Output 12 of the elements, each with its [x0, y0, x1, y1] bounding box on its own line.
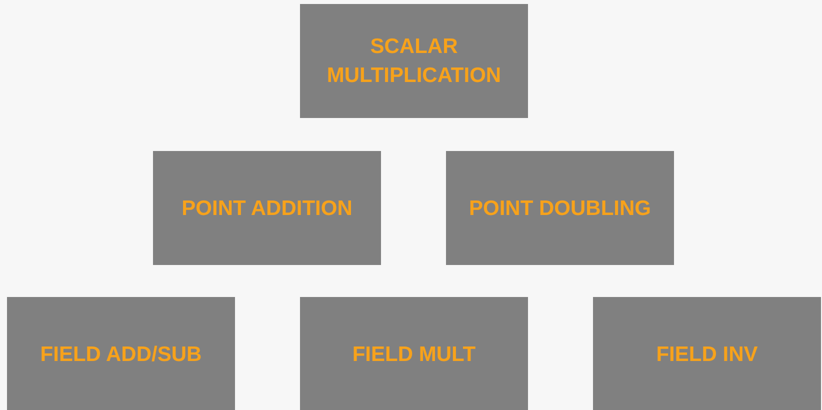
box-label: POINT ADDITION: [182, 196, 352, 222]
box-label: FIELD ADD/SUB: [40, 342, 202, 368]
process-box: [153, 151, 381, 265]
process-box: [300, 4, 528, 118]
process-box: [446, 151, 674, 265]
box-label: FIELD INV: [656, 342, 758, 368]
box-label: POINT DOUBLING: [469, 196, 651, 222]
process-box: [300, 297, 528, 410]
process-box: [593, 297, 821, 410]
box-label: SCALAR MULTIPLICATION: [326, 34, 502, 89]
box-label: FIELD MULT: [352, 342, 476, 368]
process-box: [7, 297, 235, 410]
